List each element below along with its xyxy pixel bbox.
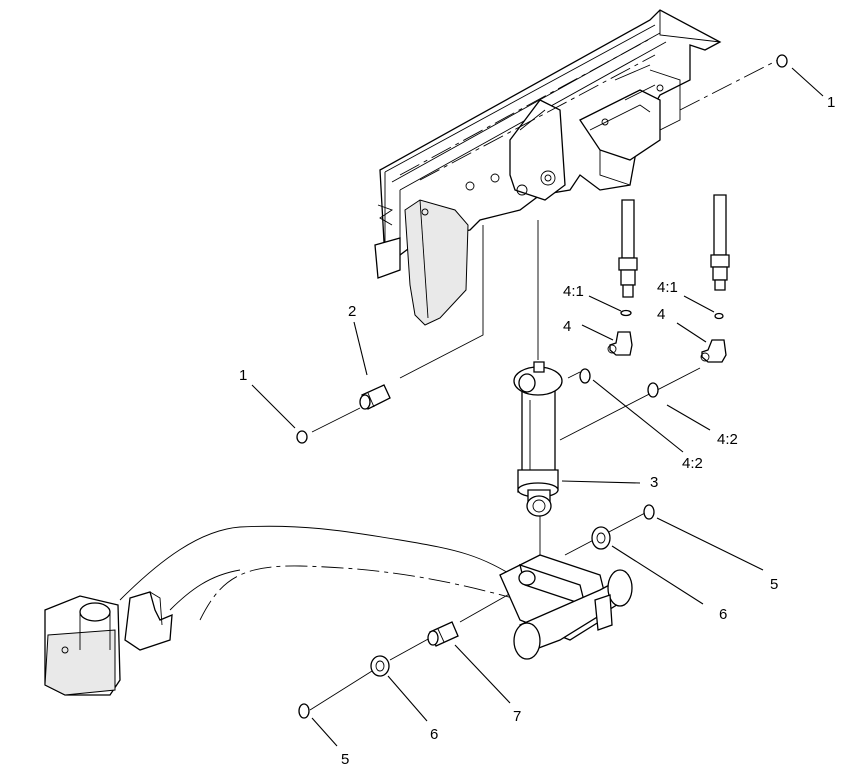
- callout-3: 3: [650, 474, 658, 491]
- hydraulic-hose-right: [710, 194, 730, 291]
- ring-5-right: [643, 504, 655, 520]
- pin-7: [427, 621, 459, 647]
- washer-6-right: [591, 526, 611, 550]
- callout-1-top: 1: [827, 94, 835, 111]
- callout-4-right: 4: [657, 306, 665, 323]
- oring-4-1-left: [620, 309, 632, 317]
- washer-6-bottom: [370, 655, 390, 677]
- callout-6-bottom: 6: [430, 726, 438, 743]
- oring-4-1-right: [714, 312, 724, 320]
- frame-foot: [374, 237, 401, 279]
- hydraulic-hose-left: [618, 199, 638, 298]
- callout-labels: 1 1 2 3 4:1 4:1 4 4 4:2 4:2 5 5 6 6 7: [239, 94, 835, 768]
- washer-6-bottom-hole: [375, 660, 385, 672]
- callout-5-right: 5: [770, 576, 778, 593]
- callout-1-left: 1: [239, 367, 247, 384]
- hydraulic-cylinder: [513, 361, 563, 517]
- callout-4-1-right: 4:1: [657, 279, 678, 296]
- ring-1-left: [296, 430, 308, 444]
- leader-lines: [251, 67, 824, 747]
- callout-2: 2: [348, 303, 356, 320]
- caster-mount: [44, 591, 173, 696]
- callout-4-2-lower: 4:2: [682, 455, 703, 472]
- elbow-fitting-left: [607, 331, 633, 356]
- ring-1-top: [776, 54, 788, 68]
- callout-5-bottom: 5: [341, 751, 349, 768]
- shield-plate: [404, 199, 469, 326]
- callout-7: 7: [513, 708, 521, 725]
- washer-4-2-left: [579, 368, 591, 384]
- elbow-fitting-right: [700, 339, 727, 363]
- washer-4-2-right: [647, 382, 659, 398]
- callout-4-1-left: 4:1: [563, 283, 584, 300]
- callout-4-2-right: 4:2: [717, 431, 738, 448]
- ring-5-bottom: [298, 703, 310, 719]
- lift-arm-assembly: [119, 525, 633, 660]
- callout-4-left: 4: [563, 318, 571, 335]
- callout-6-right: 6: [719, 606, 727, 623]
- pin-2: [359, 384, 391, 410]
- washer-6-right-hole: [596, 532, 606, 544]
